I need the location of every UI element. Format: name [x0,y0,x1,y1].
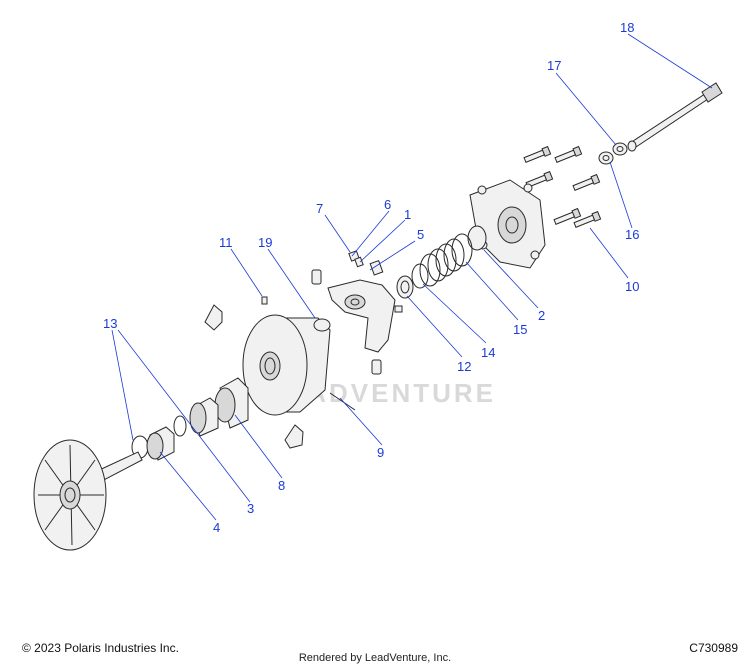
bearing-ring-part [467,225,487,251]
cam-arm-lower-part [284,424,304,449]
spring-part [419,233,473,287]
ring-12-part [396,275,414,299]
small-bolts-part [523,145,602,228]
pin-part [329,392,356,411]
set-screw-part [261,296,268,305]
long-bolt-part [627,82,723,152]
cam-arm-upper-part [204,304,223,331]
washer-part [598,142,628,165]
callout-14[interactable]: 14 [481,345,495,360]
callout-6[interactable]: 6 [384,197,391,212]
ring-14-part [411,263,429,289]
copyright-text: © 2023 Polaris Industries Inc. [22,641,179,655]
callout-13[interactable]: 13 [103,316,117,331]
roller-part [311,269,382,375]
callout-19[interactable]: 19 [258,235,272,250]
callout-3[interactable]: 3 [247,501,254,516]
spider-part [327,250,403,353]
callout-4[interactable]: 4 [213,520,220,535]
callout-11[interactable]: 11 [219,235,233,250]
callout-8[interactable]: 8 [278,478,285,493]
fixed-sheave-part [33,439,143,551]
diagram-id-text: C730989 [689,641,738,655]
callout-17[interactable]: 17 [547,58,561,73]
moveable-sheave-part [242,314,331,416]
callout-5[interactable]: 5 [417,227,424,242]
callout-12[interactable]: 12 [457,359,471,374]
callout-15[interactable]: 15 [513,322,527,337]
rendered-by-text: Rendered by LeadVenture, Inc. [298,652,452,664]
callout-16[interactable]: 16 [625,227,639,242]
callout-7[interactable]: 7 [316,201,323,216]
leader-lines [111,33,713,521]
callout-18[interactable]: 18 [620,20,634,35]
callout-1[interactable]: 1 [404,207,411,222]
callout-2[interactable]: 2 [538,308,545,323]
bushing-4-part [146,426,175,461]
callout-9[interactable]: 9 [377,445,384,460]
ring-13a-part [173,415,187,437]
callouts: 1 2 3 4 5 6 7 8 9 10 11 12 13 14 15 16 1… [103,20,639,535]
callout-10[interactable]: 10 [625,279,639,294]
bushing-3-part [189,397,219,437]
cover-part [469,179,546,269]
bushing-8-part [214,377,249,429]
